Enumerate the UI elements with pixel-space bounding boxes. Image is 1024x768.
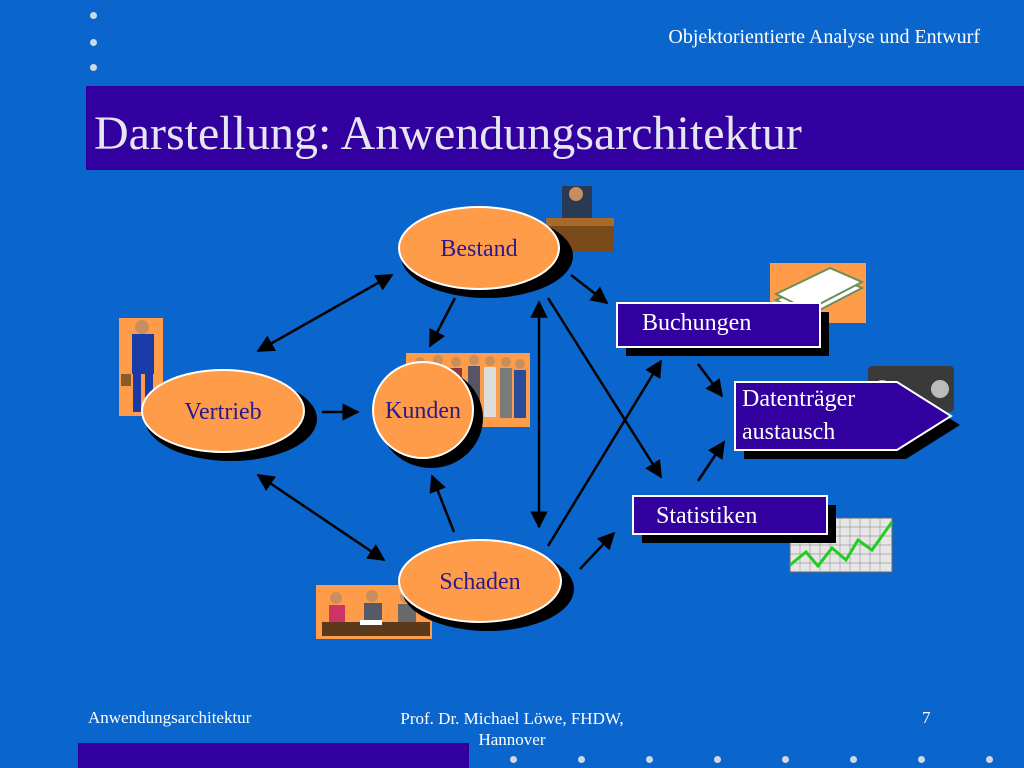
slide-title: Darstellung: Anwendungsarchitektur [94,107,802,160]
buchungen-label: Buchungen [642,310,752,336]
decor-dot [90,12,97,19]
arrow-bestand-kunden [428,297,457,348]
arrow-buchungen-datentraeger [697,363,724,398]
buchungen-box [616,302,829,356]
page-number: 7 [922,708,931,727]
bestand-node [398,206,573,298]
statistiken-box [632,495,836,543]
arrow-bestand-statistiken [546,297,663,479]
decor-dot [90,64,97,71]
footer-author-line2: Hannover [478,730,546,749]
bestand-label: Bestand [440,236,518,262]
decor-dot [90,39,97,46]
kunden-node [372,361,483,468]
decor-dot [986,756,993,763]
datentraeger-pentagon [734,381,960,459]
datentraeger-label-line1: Datenträger [742,386,856,412]
decor-dot [578,756,585,763]
slide-header: Objektorientierte Analyse und Entwurf [668,26,980,48]
decor-dot [850,756,857,763]
decor-dot [782,756,789,763]
decor-dot [714,756,721,763]
statistiken-label: Statistiken [656,503,758,529]
footer-bar [78,743,469,768]
footer-author: Prof. Dr. Michael Löwe, FHDW, Hannover [372,708,652,750]
schaden-label: Schaden [439,569,521,595]
vertrieb-label: Vertrieb [184,399,262,425]
arrow-schaden-kunden [429,474,456,533]
vertrieb-node [141,369,317,461]
schaden-node [398,539,574,631]
decor-dot [646,756,653,763]
connector-arrows [256,273,726,570]
footer-topic: Anwendungsarchitektur [88,708,252,727]
decor-dot [510,756,517,763]
decor-dot [918,756,925,763]
arrow-vertrieb-schaden [256,473,386,562]
arrow-vertrieb-bestand [256,273,394,353]
arrow-statistiken-datentraeger [696,440,726,482]
arrow-schaden-buchungen [546,359,663,547]
arrow-schaden-statistiken [579,531,616,570]
kunden-label: Kunden [385,398,461,424]
datentraeger-label-line2: austausch [742,419,836,445]
title-bar: Darstellung: Anwendungsarchitektur [86,86,1024,170]
footer-author-line1: Prof. Dr. Michael Löwe, FHDW, [400,709,624,728]
arrow-bestand-buchungen [570,274,609,305]
